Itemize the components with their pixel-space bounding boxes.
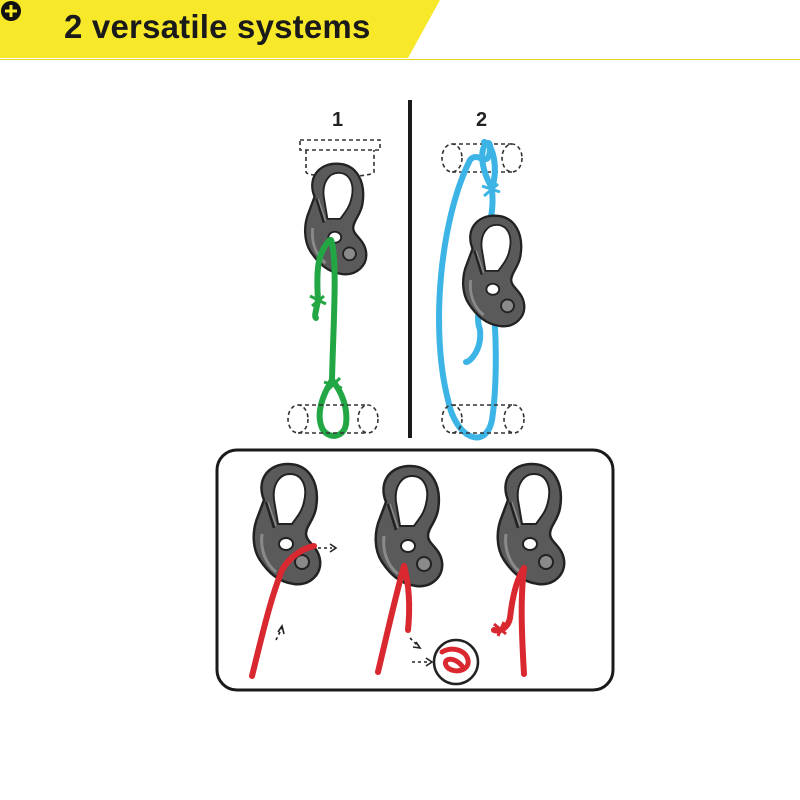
system-1-illustration (287, 139, 381, 439)
step-1-illustration (249, 462, 338, 679)
step-3-illustration (491, 462, 566, 677)
system-2-number: 2 (476, 109, 487, 131)
banner-background (0, 0, 800, 60)
plus-circle-icon (1, 1, 21, 21)
system-1-number: 1 (332, 109, 343, 131)
step-2-illustration (374, 464, 480, 686)
banner-title: 2 versatile systems (64, 8, 371, 45)
header-banner: 2 versatile systems (0, 0, 800, 60)
system-2-illustration (436, 139, 526, 441)
